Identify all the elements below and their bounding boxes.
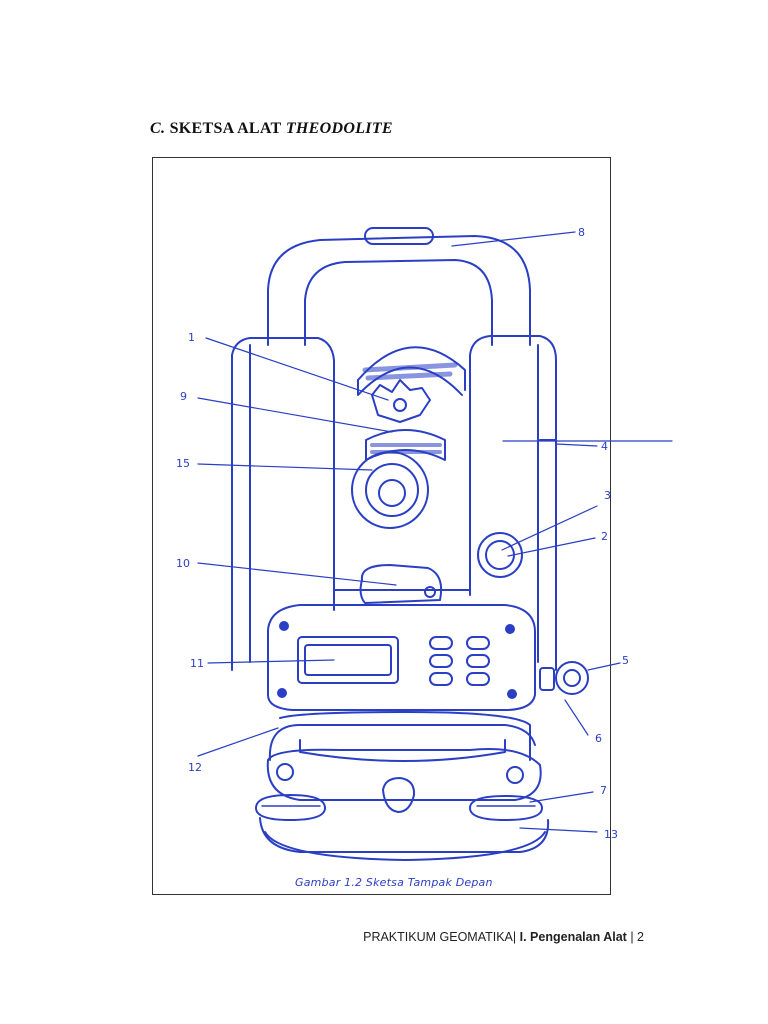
figure-frame [152, 157, 611, 895]
footer-page-number: 2 [637, 930, 644, 944]
callout-1: 1 [188, 331, 195, 344]
callout-12: 12 [188, 761, 202, 774]
section-heading: C. SKETSA ALAT THEODOLITE [150, 120, 393, 138]
callout-2: 2 [601, 530, 608, 543]
tribrach [255, 711, 550, 861]
callout-3: 3 [604, 489, 611, 502]
callout-11: 11 [190, 657, 204, 670]
footer-course: PRAKTIKUM GEOMATIKA [363, 930, 513, 944]
focus-knob [477, 439, 556, 578]
leader-lines [197, 231, 673, 833]
footer-chapter: I. Pengenalan Alat [519, 930, 627, 944]
telescope-body [333, 346, 471, 604]
callout-9: 9 [180, 390, 187, 403]
heading-prefix: C. [150, 120, 166, 137]
callout-5: 5 [622, 654, 629, 667]
right-standard [469, 335, 557, 671]
figure-caption: Gambar 1.2 Sketsa Tampak Depan [295, 876, 493, 889]
callout-7: 7 [600, 784, 607, 797]
left-standard [231, 337, 335, 671]
callout-15: 15 [176, 457, 190, 470]
callout-6: 6 [595, 732, 602, 745]
carrying-handle [267, 227, 531, 346]
page-footer: PRAKTIKUM GEOMATIKA| I. Pengenalan Alat … [363, 930, 644, 944]
callout-8: 8 [578, 226, 585, 239]
control-panel [267, 604, 589, 711]
heading-main: SKETSA ALAT [169, 120, 282, 137]
heading-emphasis: THEODOLITE [285, 120, 393, 137]
callout-4: 4 [601, 440, 608, 453]
callout-10: 10 [176, 557, 190, 570]
callout-13: 13 [604, 828, 618, 841]
